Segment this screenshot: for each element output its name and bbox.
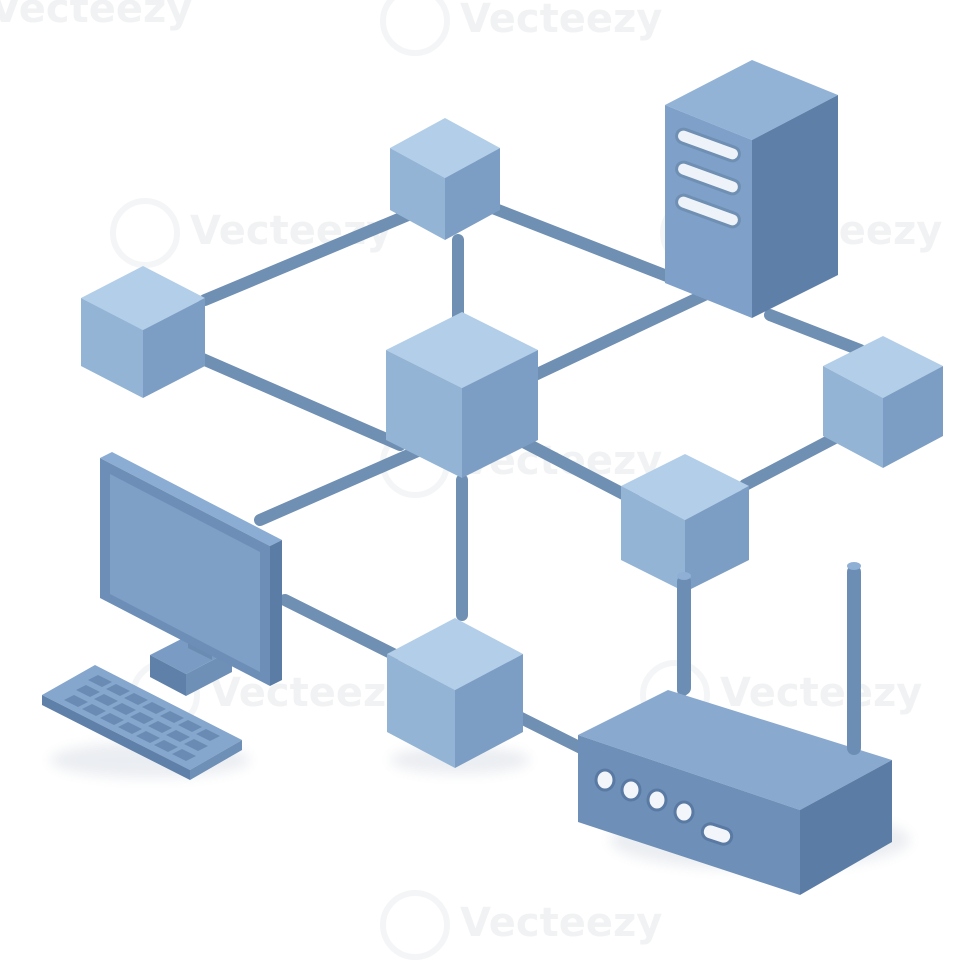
cube-node-icon	[387, 618, 523, 768]
keyboard-icon	[42, 665, 242, 780]
cube-node-icon	[81, 266, 205, 398]
cube-node-icon	[386, 312, 538, 478]
antenna-icon	[847, 562, 861, 755]
cube-node-icon	[390, 118, 500, 240]
antenna-icon	[677, 572, 691, 695]
server-slot-icon	[675, 127, 741, 229]
server-icon	[665, 60, 838, 318]
monitor-icon	[100, 452, 282, 696]
router-icon	[578, 562, 892, 895]
keyboard-keys	[64, 675, 220, 761]
cube-node-icon	[621, 454, 749, 592]
router-port-icon	[594, 768, 734, 846]
cube-node-icon	[823, 336, 943, 468]
